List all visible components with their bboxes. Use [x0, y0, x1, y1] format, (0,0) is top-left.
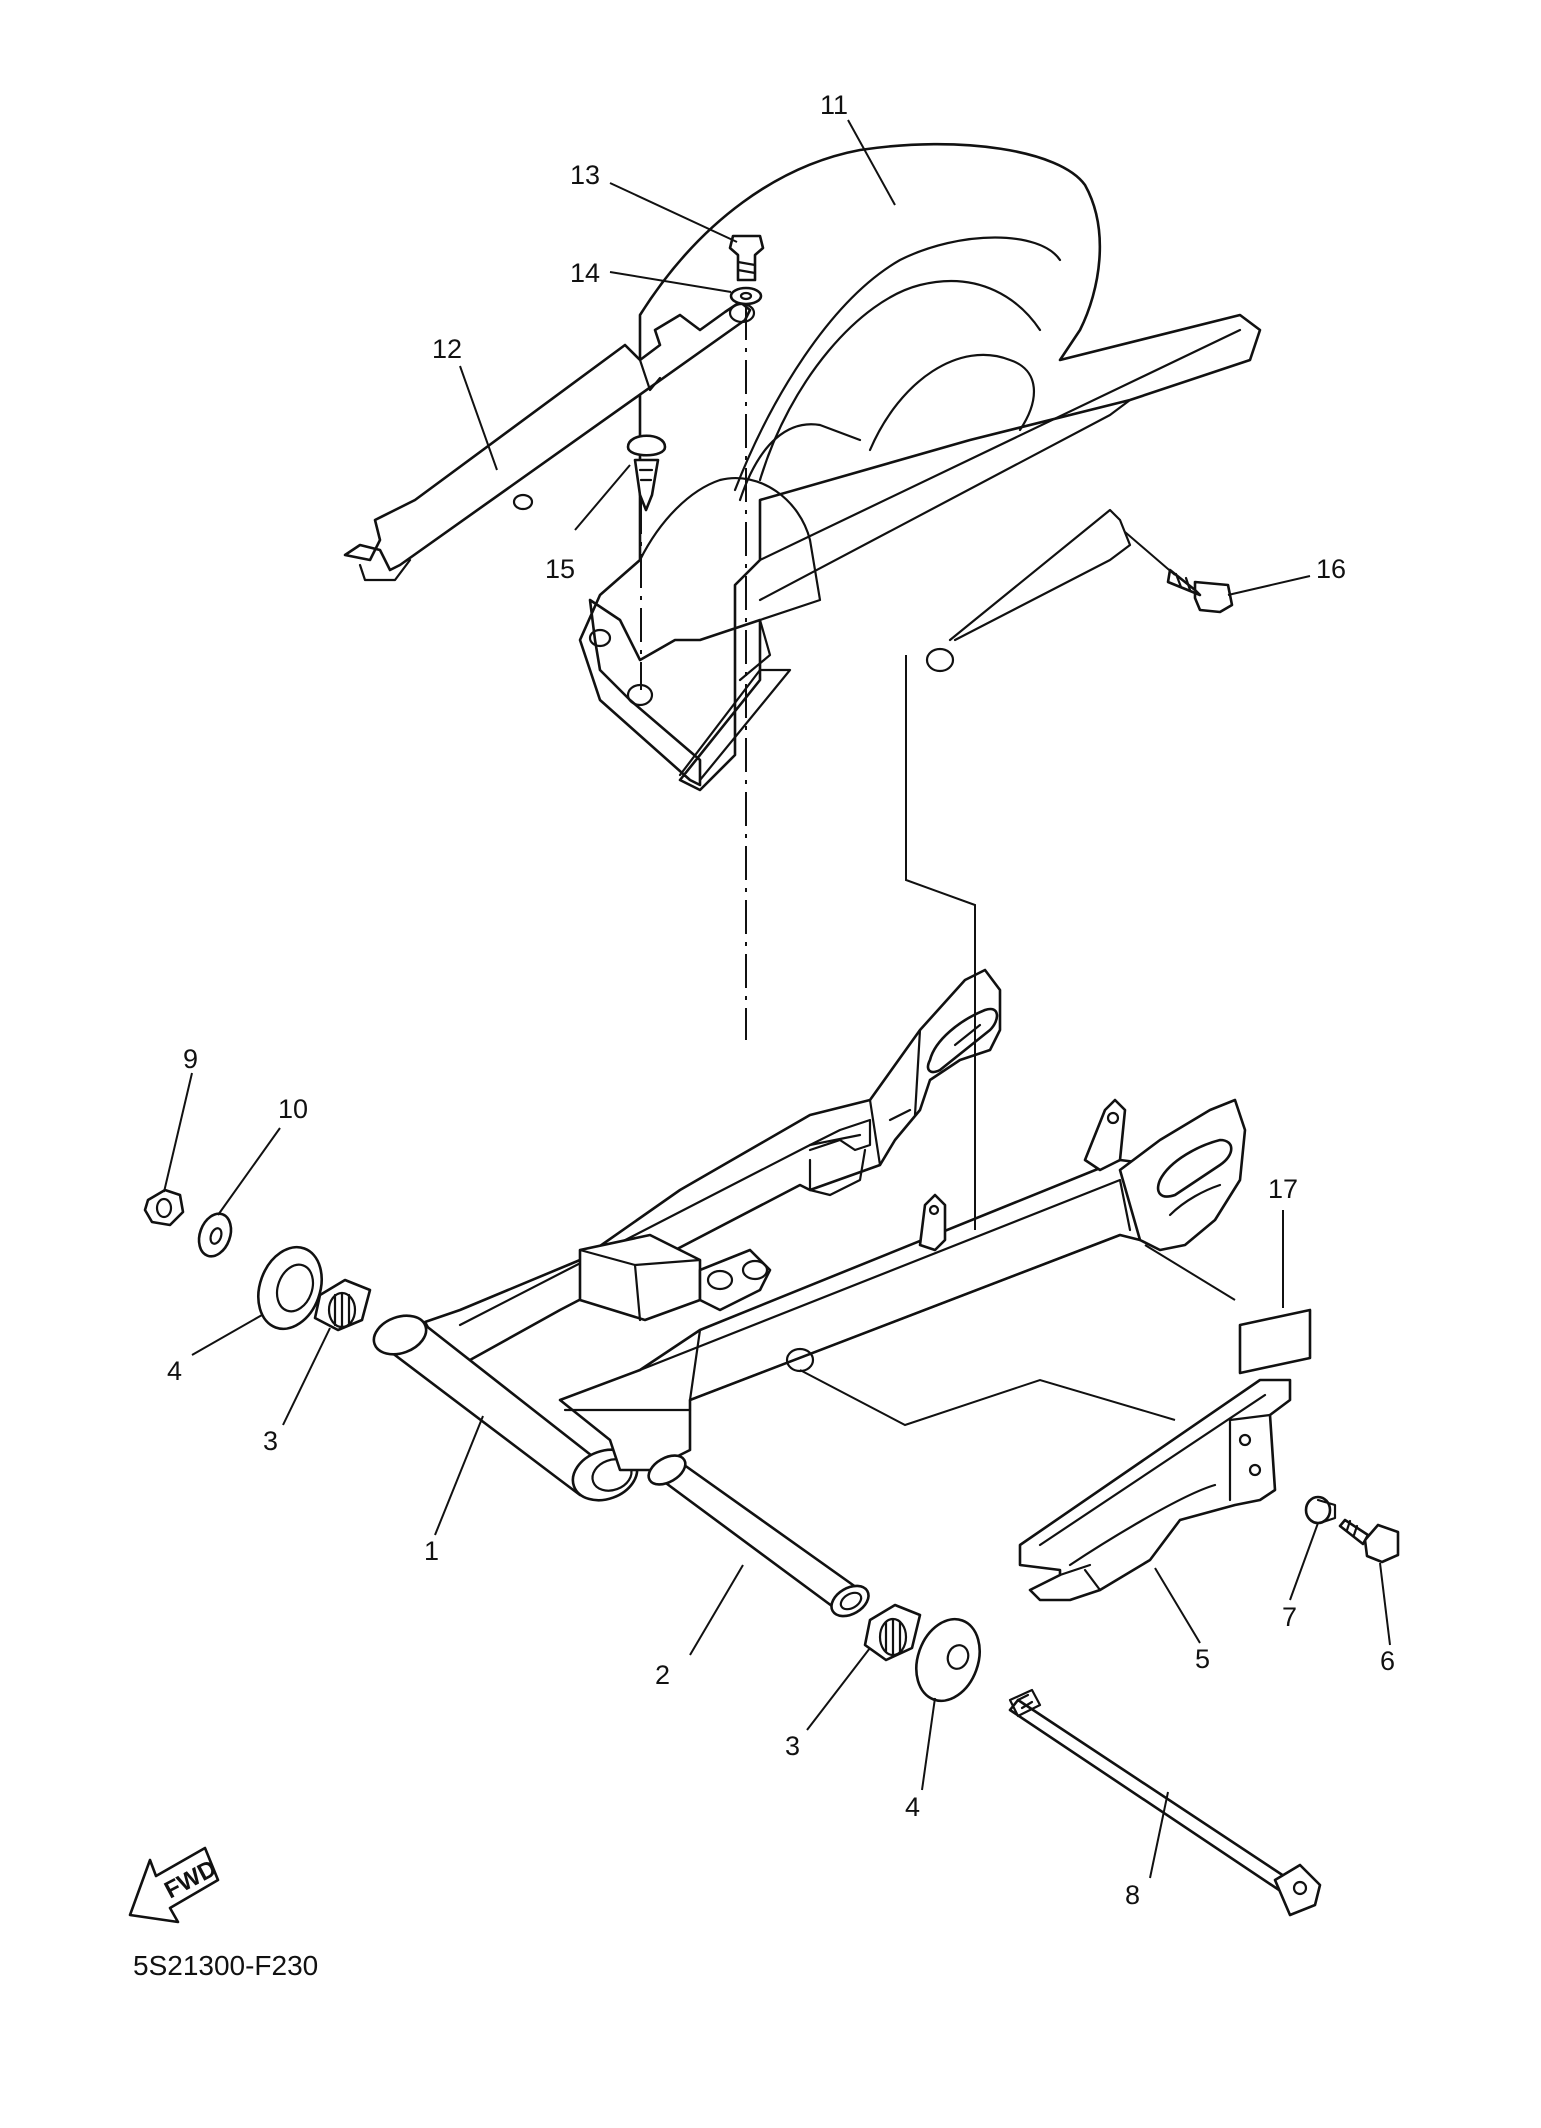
bolt-13-part — [728, 234, 765, 282]
swingarm-part — [372, 968, 1247, 1502]
thrust-cover-4-left-part — [257, 1245, 323, 1331]
chain-guard-part — [1018, 1378, 1292, 1602]
callout-7: 7 — [1282, 1602, 1297, 1632]
pivot-shaft-part — [1008, 1688, 1322, 1917]
collar-7-part — [1304, 1495, 1337, 1525]
washer-10-part — [197, 1212, 233, 1258]
callout-6: 6 — [1380, 1646, 1395, 1676]
callout-10: 10 — [278, 1094, 308, 1124]
bearing-3-left-part — [313, 1278, 372, 1332]
diagram-code: 5S21300-F230 — [133, 1950, 318, 1981]
bolt-6-part — [1338, 1518, 1400, 1564]
label-17-part — [1238, 1308, 1312, 1375]
rear-fender-part — [578, 142, 1262, 792]
bearing-3-right-part — [863, 1603, 922, 1662]
callout-1: 1 — [424, 1536, 439, 1566]
nut-9-part — [143, 1188, 185, 1227]
callout-4-left: 4 — [167, 1356, 182, 1386]
callout-16: 16 — [1316, 554, 1346, 584]
callout-8: 8 — [1125, 1880, 1140, 1910]
assembly-guide-lines — [640, 306, 1236, 1427]
collar-part — [647, 1454, 870, 1618]
callout-15: 15 — [545, 554, 575, 584]
callout-17: 17 — [1268, 1174, 1298, 1204]
callout-2: 2 — [655, 1660, 670, 1690]
callout-3-right: 3 — [785, 1731, 800, 1761]
callout-leader-lines — [163, 119, 1391, 1879]
callout-5: 5 — [1195, 1644, 1210, 1674]
thrust-cover-4-right-part — [915, 1617, 981, 1703]
callout-14: 14 — [570, 258, 600, 288]
callout-9: 9 — [183, 1044, 198, 1074]
callout-3-left: 3 — [263, 1426, 278, 1456]
callout-11: 11 — [820, 90, 848, 120]
callout-13: 13 — [570, 160, 600, 190]
clip-15-part — [626, 434, 667, 512]
bolt-16-part — [1166, 568, 1234, 614]
forward-direction-arrow: FWD — [128, 1846, 221, 1924]
washer-14-part — [729, 286, 763, 306]
callout-labels: 11 13 14 12 15 16 9 10 4 3 1 2 3 4 8 5 7… — [167, 90, 1395, 1910]
callout-12: 12 — [432, 334, 462, 364]
callout-4-right: 4 — [905, 1792, 920, 1822]
